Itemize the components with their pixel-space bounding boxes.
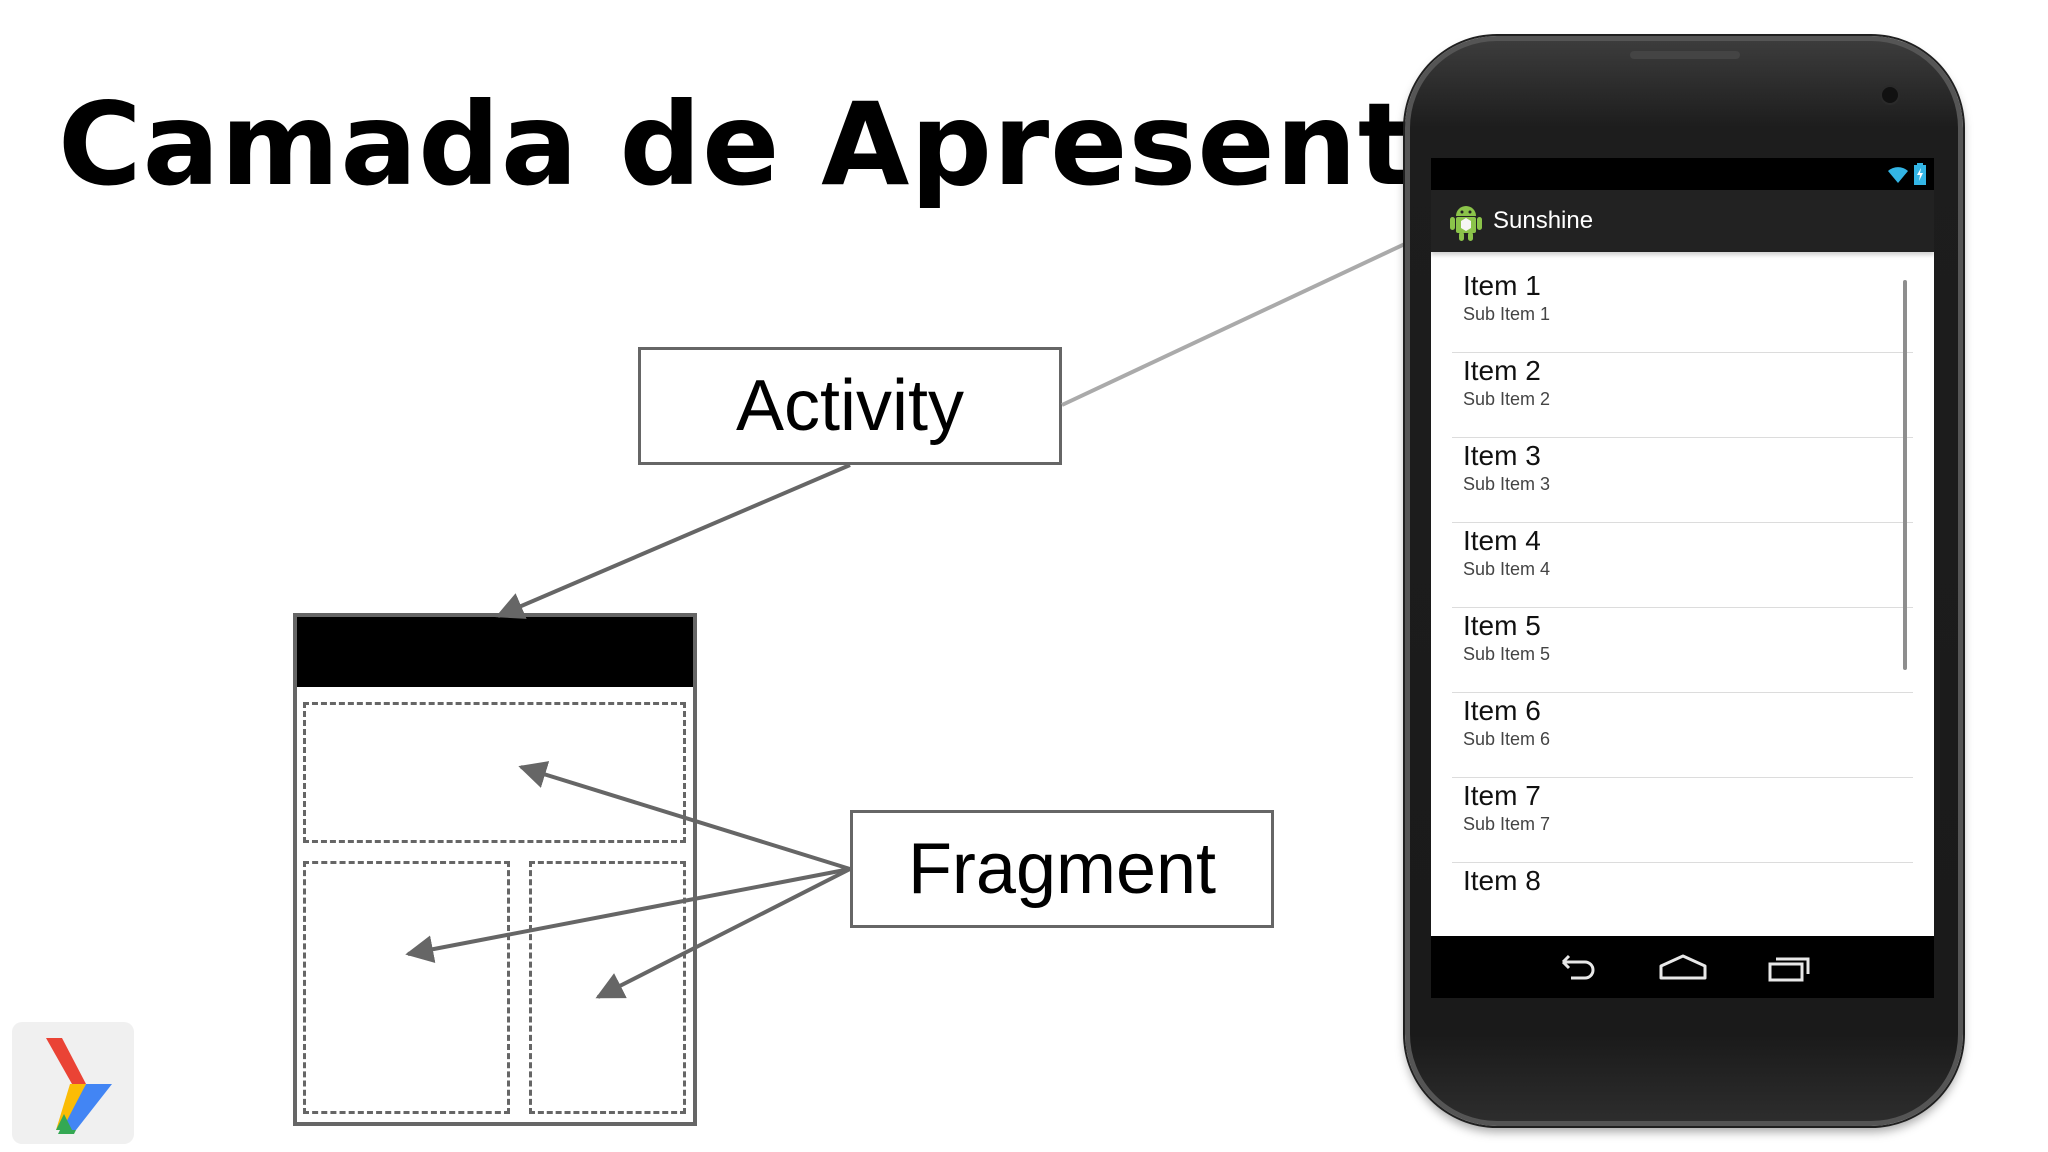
list-item[interactable]: Item 4 Sub Item 4 xyxy=(1452,523,1913,608)
item-title: Item 7 xyxy=(1463,780,1541,811)
fragment-to-top-pane-arrow xyxy=(518,761,851,871)
fragment-pane-top xyxy=(303,702,686,843)
fragment-to-right-pane-arrow xyxy=(595,867,851,999)
activity-to-layout-arrow xyxy=(495,463,851,619)
battery-icon xyxy=(1914,163,1926,185)
forecast-list[interactable]: Item 1 Sub Item 1 Item 2 Sub Item 2 Item… xyxy=(1431,268,1934,948)
list-item[interactable]: Item 2 Sub Item 2 xyxy=(1452,353,1913,438)
chevron-logo-icon xyxy=(46,1038,112,1134)
item-subtitle: Sub Item 5 xyxy=(1463,644,1551,664)
item-title: Item 1 xyxy=(1463,270,1541,301)
item-title: Item 2 xyxy=(1463,355,1541,386)
list-item[interactable]: Item 6 Sub Item 6 xyxy=(1452,693,1913,778)
wifi-icon xyxy=(1888,167,1908,183)
chevron-logo xyxy=(12,1022,134,1144)
item-title: Item 8 xyxy=(1463,865,1541,896)
navigation-bar xyxy=(1431,936,1934,998)
status-bar xyxy=(1431,158,1934,190)
fragment-to-left-pane-arrow xyxy=(405,867,851,963)
item-subtitle: Sub Item 3 xyxy=(1463,474,1551,494)
fragment-pane-bottom-left xyxy=(303,861,510,1114)
fragment-pane-bottom-right xyxy=(529,861,686,1114)
recents-icon[interactable] xyxy=(1764,950,1814,984)
back-icon[interactable] xyxy=(1551,950,1601,984)
phone-speaker xyxy=(1630,51,1740,59)
list-item[interactable]: Item 5 Sub Item 5 xyxy=(1452,608,1913,693)
item-subtitle: Sub Item 2 xyxy=(1463,389,1551,409)
item-subtitle: Sub Item 7 xyxy=(1463,814,1551,834)
phone-screen: Sunshine Item 1 Sub Item 1 Item 2 Sub It… xyxy=(1431,158,1934,998)
activity-to-phone-arrow xyxy=(1061,225,1444,407)
list-item[interactable]: Item 7 Sub Item 7 xyxy=(1452,778,1913,863)
front-camera xyxy=(1880,85,1900,105)
app-title: Sunshine xyxy=(1493,207,1594,234)
item-subtitle: Sub Item 4 xyxy=(1463,559,1551,579)
activity-layout-diagram xyxy=(293,613,697,1126)
layout-action-bar xyxy=(297,617,693,687)
item-title: Item 6 xyxy=(1463,695,1541,726)
list-item[interactable]: Item 3 Sub Item 3 xyxy=(1452,438,1913,523)
item-title: Item 4 xyxy=(1463,525,1541,556)
item-subtitle: Sub Item 6 xyxy=(1463,729,1551,749)
action-bar: Sunshine xyxy=(1431,190,1934,252)
fragment-label: Fragment xyxy=(850,810,1274,928)
android-app-icon xyxy=(1450,206,1482,241)
list-item[interactable]: Item 1 Sub Item 1 xyxy=(1452,268,1913,353)
item-subtitle: Sub Item 1 xyxy=(1463,304,1551,324)
item-title: Item 5 xyxy=(1463,610,1541,641)
activity-label: Activity xyxy=(638,347,1062,465)
home-icon[interactable] xyxy=(1658,950,1708,984)
scrollbar[interactable] xyxy=(1903,280,1907,670)
item-title: Item 3 xyxy=(1463,440,1541,471)
